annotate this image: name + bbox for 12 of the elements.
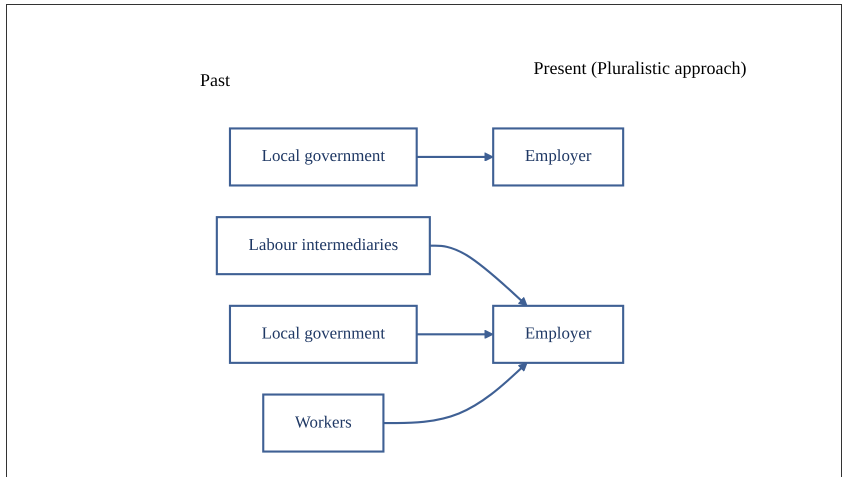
node-box: Workers	[262, 393, 384, 453]
arrow	[416, 330, 494, 339]
node-box: Local government	[228, 304, 418, 364]
node-box: Employer	[492, 127, 624, 187]
arrow	[383, 362, 528, 424]
arrow	[430, 244, 528, 306]
arrow	[416, 152, 494, 162]
node-box: Employer	[492, 304, 624, 364]
section-heading: Present (Pluralistic approach)	[532, 58, 748, 79]
node-box: Local government	[228, 127, 418, 187]
section-heading: Past	[198, 70, 231, 91]
node-box: Labour intermediaries	[216, 216, 431, 276]
